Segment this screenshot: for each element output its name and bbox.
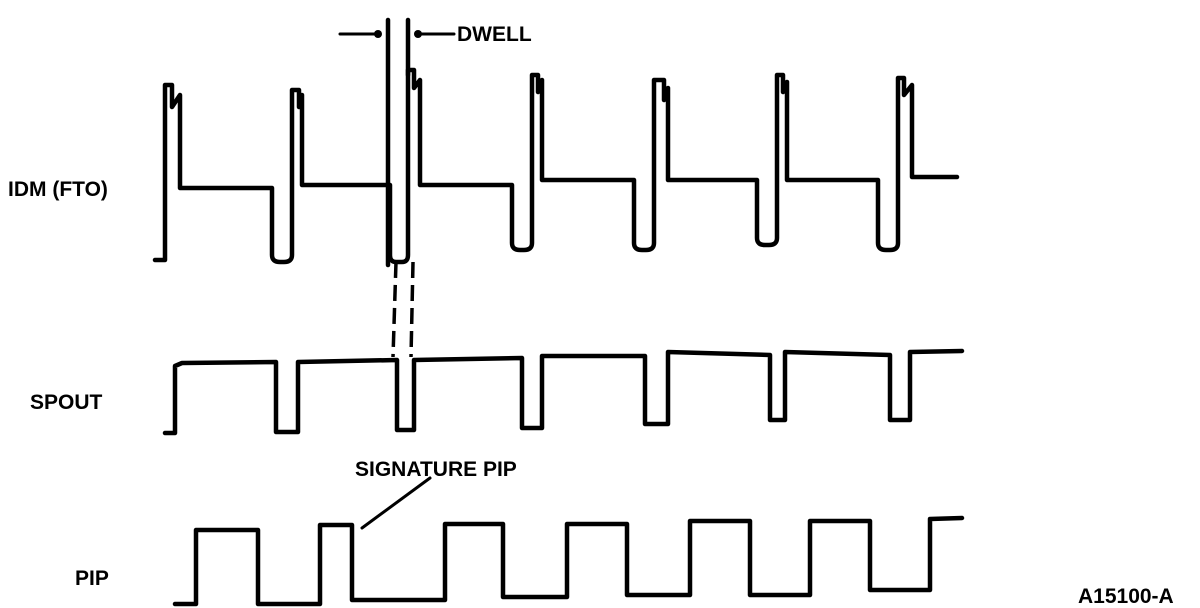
pip-waveform: [172, 515, 965, 607]
signature-pip-leader: [360, 476, 432, 530]
dwell-arrow-left-head: [374, 30, 382, 38]
signature-pip-label: SIGNATURE PIP: [355, 458, 517, 481]
figure-id: A15100-A: [1078, 585, 1174, 608]
idm-waveform: [152, 67, 960, 265]
dwell-arrow-right-head: [414, 30, 422, 38]
spout-label: SPOUT: [30, 391, 103, 414]
alignment-dash-left: [391, 261, 398, 358]
pip-label: PIP: [75, 567, 109, 590]
alignment-dash-right: [409, 261, 415, 358]
dwell-label: DWELL: [457, 23, 532, 46]
idm-fto-label: IDM (FTO): [8, 178, 108, 201]
spout-waveform: [162, 348, 965, 436]
